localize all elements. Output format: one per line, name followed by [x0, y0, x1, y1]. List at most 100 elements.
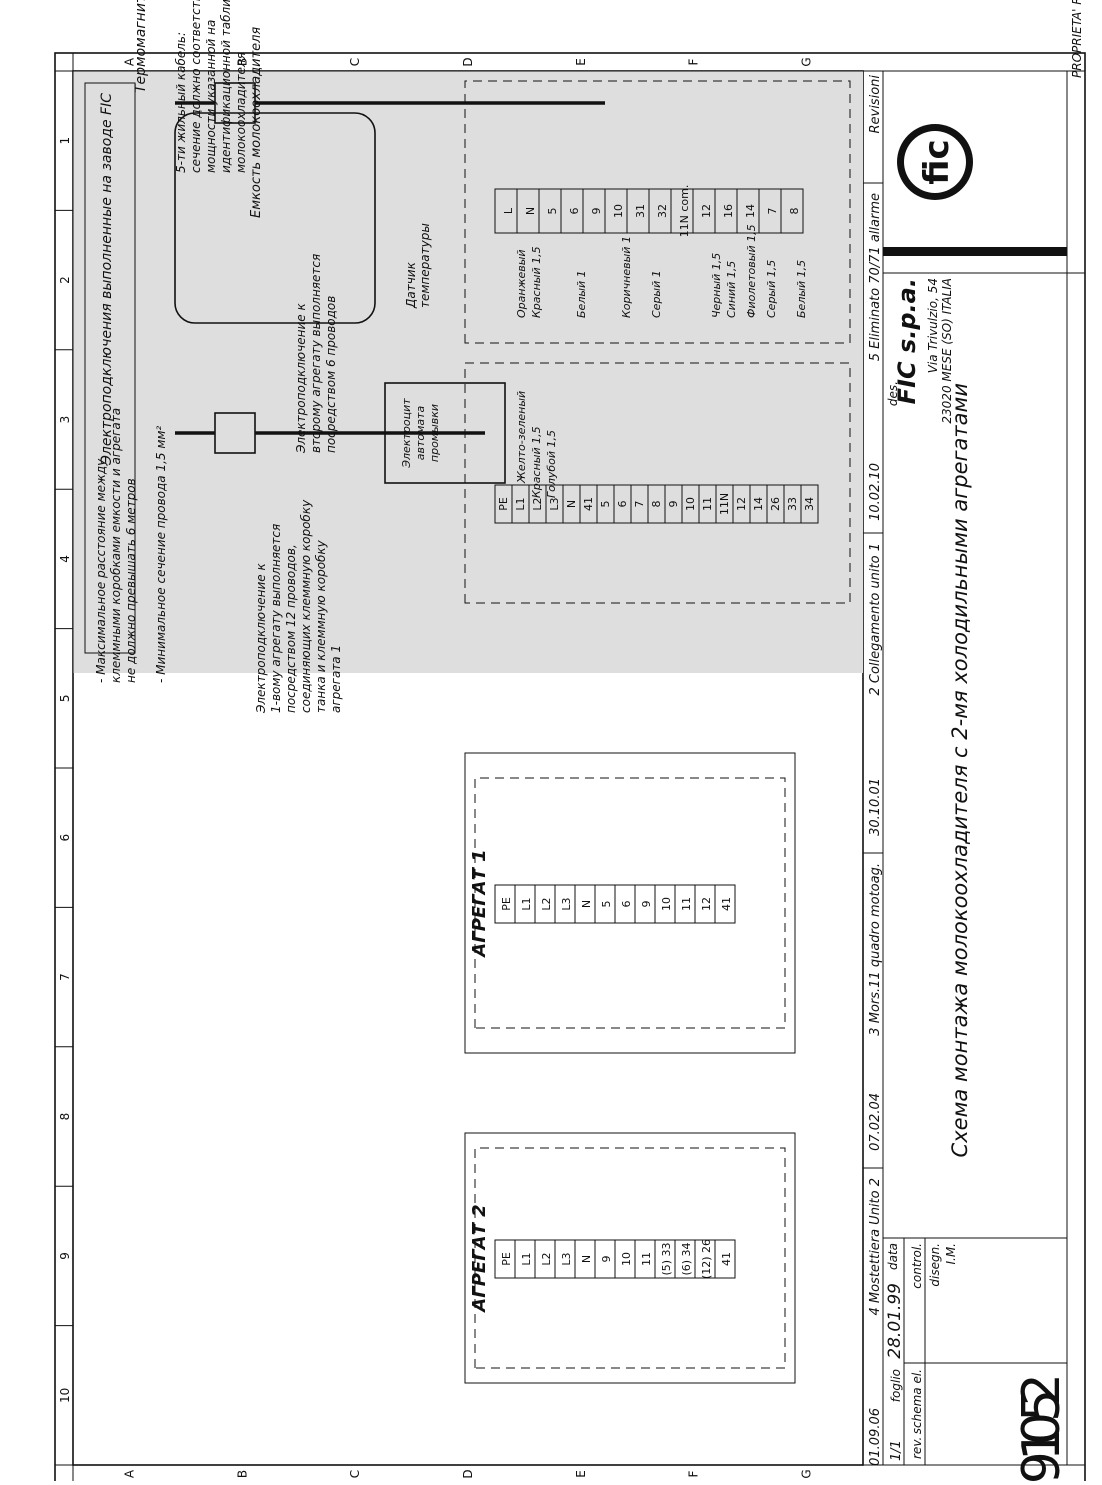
sensor-line-1: Датчик: [404, 261, 418, 309]
unit1-terminal-label: 10: [660, 897, 673, 911]
grid-letter: B: [235, 58, 249, 66]
schema-label: schema el.: [910, 1369, 924, 1434]
unit1-note-3: посредством 12 проводов,: [284, 544, 298, 713]
grid-number: 8: [58, 1113, 72, 1121]
wire-white-15: Белый 1,5: [795, 260, 808, 318]
factory-note-text: Электроподключения выполненные на заводе…: [99, 93, 115, 466]
thermo-switches: [175, 82, 605, 454]
wire-yellow-green: Желто-зеленый: [515, 391, 528, 484]
unit1-note-4: соединяющих клеммную коробку: [299, 499, 313, 713]
wire-white-1: Белый 1: [575, 270, 588, 318]
section-note: - Минимальное сечение провода 1,5 мм²: [154, 426, 168, 683]
unit2-note-2: второму агрегату выполняется: [309, 254, 323, 453]
revision-strip: Revisioni 5 Eliminato 70/71 allarme 10.0…: [863, 71, 884, 1466]
valve-line-1: Электроцит: [400, 398, 413, 469]
tank-terminal-label: 9: [667, 501, 680, 508]
unit2-terminal-label: 9: [600, 1256, 613, 1263]
notes: Термомагнитный переключатель 5-ти жильны…: [94, 0, 343, 714]
tank-terminal-label: 6: [616, 501, 629, 508]
controller-terminal-label: N: [524, 207, 537, 215]
drawing-title: Схема монтажа молокоохладителя с 2-мя хо…: [948, 383, 972, 1157]
tank-terminal-label: L2: [531, 497, 544, 510]
grid-number: 4: [58, 555, 72, 563]
grid-number: 6: [58, 834, 72, 842]
revisions-label: Revisioni: [868, 75, 883, 134]
controller-terminal-label: 7: [766, 208, 779, 215]
unit1-terminal-label: L3: [560, 897, 573, 910]
grid-letter: A: [122, 57, 136, 66]
disegn-value: I.M.: [944, 1243, 958, 1265]
grid-letter: D: [461, 57, 475, 66]
wire-grey-1: Серый 1: [650, 270, 663, 318]
controller-terminal-label: 31: [634, 204, 647, 218]
grid-letter: E: [574, 58, 588, 66]
unit2-title: АГРЕГАТ 2: [469, 1204, 490, 1313]
company-name: FIC s.p.a.: [893, 278, 921, 404]
grid-letter: F: [687, 58, 701, 65]
company-address-1: Via Trivulzio, 54: [926, 278, 940, 373]
tank-terminal-label: 34: [803, 497, 816, 511]
unit1-terminal-label: N: [580, 900, 593, 908]
unit2-terminal-label: L3: [560, 1252, 573, 1265]
wire-blue-15b: Синий 1,5: [725, 261, 738, 318]
unit2-terminal-label: (6) 34: [680, 1242, 693, 1275]
unit2-terminal-label: 41: [720, 1252, 733, 1266]
unit1-terminal-label: 6: [620, 901, 633, 908]
tank-terminal-label: 8: [650, 501, 663, 508]
unit1-terminal-label: 9: [640, 901, 653, 908]
cable-note-1: 5-ти жильный кабель:: [174, 32, 188, 173]
sensor-line-2: температуры: [418, 223, 432, 308]
tank-terminal-label: PE: [497, 497, 510, 511]
grid-number: 10: [58, 1388, 72, 1403]
logo-text: fic: [917, 139, 957, 184]
revision-2-date: 30.10.01: [868, 778, 883, 836]
wire-grey-15: Серый 1,5: [765, 260, 778, 318]
company-address-2: 23020 MESE (SO) ITALIA: [940, 278, 954, 424]
cable-note-2: сечение должно соответствовать: [189, 0, 203, 173]
wire-blue-15: Голубой 1,5: [545, 430, 558, 498]
unit1-terminal-label: L1: [520, 897, 533, 910]
control-label: control.: [910, 1243, 924, 1289]
foglio-value: 1/1: [889, 1440, 904, 1461]
tank: Емкость молокоохладителя Электроцит авто…: [174, 27, 506, 484]
wire-violet-15: Фиолетовый 1,5: [745, 224, 758, 318]
tank-label: Емкость молокоохладителя: [249, 27, 264, 218]
tank-terminal-label: 10: [684, 497, 697, 511]
grid-number: 9: [58, 1252, 72, 1260]
distance-note-2: клеммными коробками емкости и агрегата: [109, 408, 123, 683]
unit1-terminal-label: 12: [700, 897, 713, 911]
unit1-terminal: [714, 884, 736, 924]
revision-5-date: 10.02.10: [868, 463, 883, 521]
rev-number: 15: [1012, 1383, 1072, 1461]
revision-3-date: 07.02.04: [868, 1093, 883, 1151]
grid-letter: F: [687, 1470, 701, 1477]
grid-letter: E: [574, 1470, 588, 1478]
grid-letter: A: [122, 1469, 136, 1478]
unit1-note-2: 1-вому агрегату выполняется: [269, 524, 283, 713]
tank-terminal-label: 12: [735, 497, 748, 511]
unit2-terminal-label: PE: [500, 1252, 513, 1266]
cable-note-5: молокоохладителя: [234, 52, 248, 173]
grid-letter: C: [348, 1470, 362, 1478]
grid-letter: C: [348, 58, 362, 66]
unit2-terminal-label: (12) 26: [700, 1239, 713, 1279]
grid-letter: G: [800, 1469, 814, 1478]
distance-note-3: не должно превышать 6 метров: [124, 478, 138, 683]
revision-5: 5 Eliminato 70/71 allarme: [868, 193, 883, 361]
tank-terminal: [800, 484, 819, 524]
unit1-terminal-label: PE: [500, 897, 513, 911]
cable-note-3: мощности указанной на: [204, 20, 218, 173]
wire-brown-1: Коричневый 1: [620, 236, 633, 318]
wire-black-15: Черный 1,5: [710, 253, 723, 318]
controller-terminal-label: 32: [656, 204, 669, 218]
proprietary-notice: PROPRIETA' RISERVATA A TERMINI DI LEGGE: [1070, 0, 1084, 78]
controller-terminal-label: 16: [722, 204, 735, 218]
distance-note-1: - Максимальное расстояние между: [94, 458, 108, 683]
tank-terminal-label: L3: [548, 497, 561, 510]
grid-letter: D: [461, 1469, 475, 1478]
controller-terminal-label: 8: [788, 208, 801, 215]
